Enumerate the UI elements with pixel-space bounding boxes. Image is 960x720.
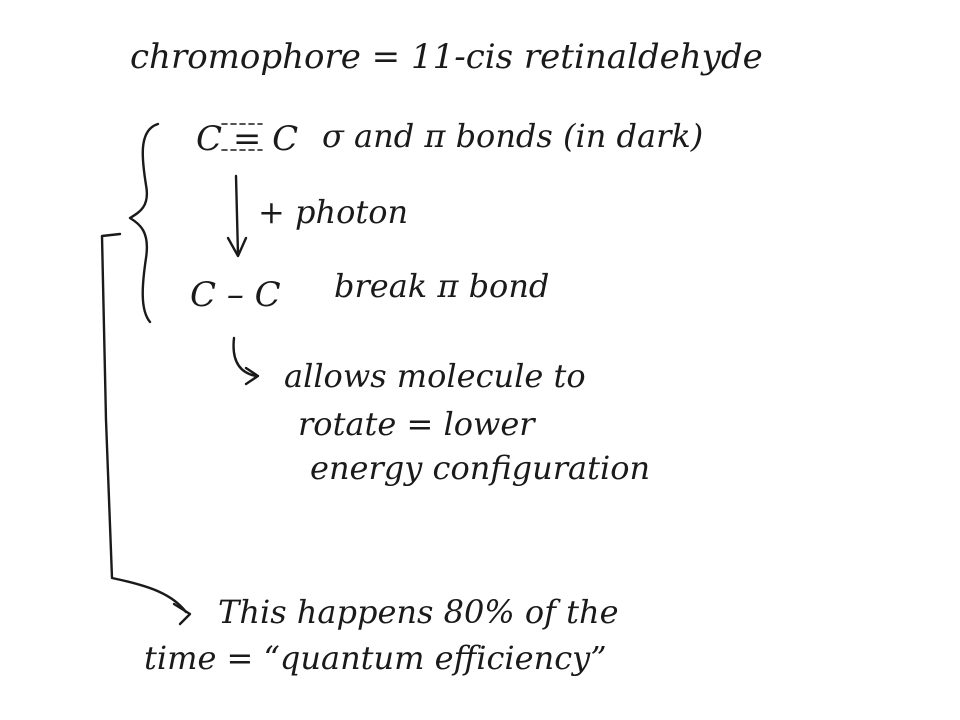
single-bond-label: C – C xyxy=(190,275,281,315)
allows-line-1: allows molecule to xyxy=(284,357,586,395)
left-bracket-arrow-head xyxy=(172,602,192,626)
chromophore-heading: chromophore = 11-cis retinaldehyde xyxy=(130,37,763,77)
happens-line-2: time = “quantum efficiency” xyxy=(144,639,607,677)
double-bond-note: σ and π bonds (in dark) xyxy=(322,117,704,155)
single-bond-note: break π bond xyxy=(334,267,550,305)
down-arrow-photon xyxy=(234,174,240,257)
allows-line-3: energy configuration xyxy=(310,449,651,487)
double-bond-label: C = C xyxy=(196,119,299,159)
allows-line-2: rotate = lower xyxy=(298,405,535,443)
down-arrow-head xyxy=(226,236,248,258)
happens-line-1: This happens 80% of the xyxy=(218,593,619,631)
hook-arrow xyxy=(232,336,258,378)
photon-label: + photon xyxy=(258,193,409,231)
hook-arrow-head xyxy=(244,366,260,386)
left-bracket xyxy=(100,232,188,614)
curly-brace xyxy=(128,122,160,324)
